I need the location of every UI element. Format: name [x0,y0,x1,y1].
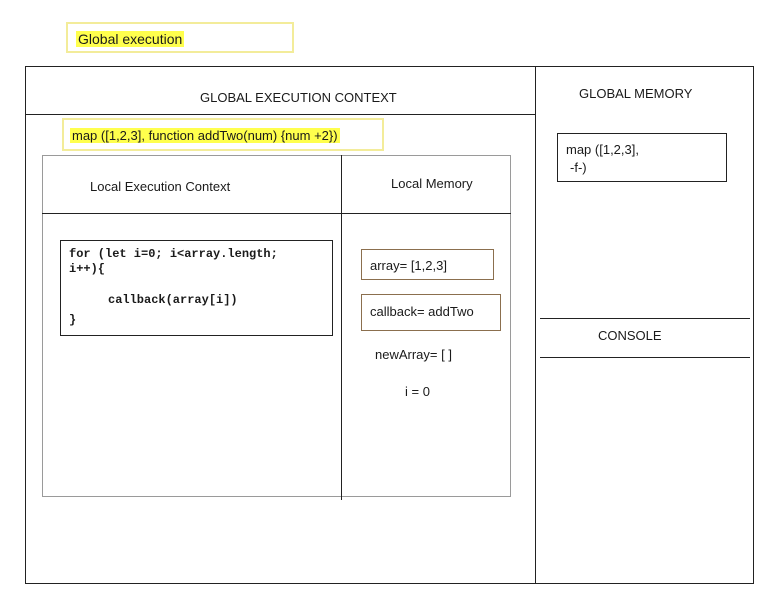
global-execution-context-header: GLOBAL EXECUTION CONTEXT [200,90,397,105]
local-memory-divider [341,155,342,500]
array-entry-text: array= [1,2,3] [370,258,447,273]
global-execution-tag: Global execution [66,22,294,53]
memory-divider [535,66,536,584]
callback-entry: callback= addTwo [361,294,501,331]
local-header-divider [42,213,511,214]
callback-entry-text: callback= addTwo [370,304,474,319]
global-context-header-divider [25,114,535,115]
map-call-box: map ([1,2,3], function addTwo(num) {num … [62,118,384,151]
map-call-text: map ([1,2,3], function addTwo(num) {num … [70,128,340,143]
new-array-entry: newArray= [ ] [375,347,452,362]
console-top-divider [540,318,750,319]
counter-entry: i = 0 [405,384,430,399]
code-line-4: } [69,313,77,327]
console-bottom-divider [540,357,750,358]
code-line-1: for (let i=0; i<array.length; [69,247,278,261]
code-line-2: i++){ [69,262,106,276]
outer-frame [25,66,754,584]
code-block: for (let i=0; i<array.length; i++){ call… [60,240,333,336]
console-header: CONSOLE [598,328,662,343]
local-memory-header: Local Memory [391,176,473,191]
global-memory-entry: map ([1,2,3], -f-) [557,133,727,182]
global-memory-header: GLOBAL MEMORY [579,86,693,101]
array-entry: array= [1,2,3] [361,249,494,280]
global-memory-entry-line2: -f-) [570,160,587,175]
global-execution-tag-label: Global execution [76,31,185,47]
local-execution-frame [42,155,511,497]
local-execution-context-header: Local Execution Context [90,179,231,194]
global-memory-entry-line1: map ([1,2,3], [566,142,639,157]
code-line-3: callback(array[i]) [108,293,238,307]
